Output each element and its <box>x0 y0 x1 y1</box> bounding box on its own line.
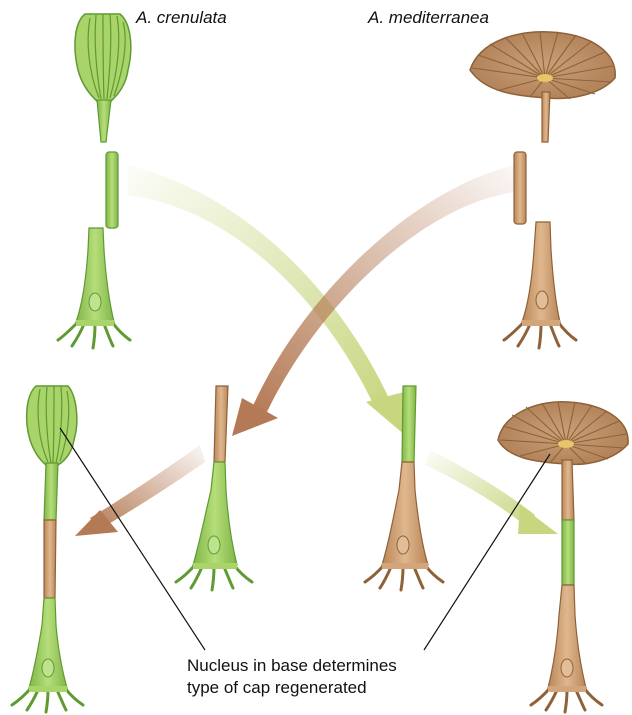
crenulata-stalk-segment <box>106 152 118 228</box>
species-label-crenulata: A. crenulata <box>136 8 227 28</box>
mediterranea-stalk-segment <box>514 152 526 224</box>
graft-mediterranea-base-crenulata-stalk <box>365 386 443 590</box>
crenulata-base <box>58 228 130 348</box>
crenulata-cap-top <box>75 14 131 142</box>
mediterranea-cap-top <box>470 32 615 142</box>
caption: Nucleus in base determines type of cap r… <box>187 655 397 699</box>
regenerated-mediterranea <box>498 402 628 712</box>
regenerated-crenulata <box>12 386 83 712</box>
caption-line-2: type of cap regenerated <box>187 677 397 699</box>
species-label-mediterranea: A. mediterranea <box>368 8 489 28</box>
arrow-brown-regeneration <box>75 445 205 536</box>
caption-line-1: Nucleus in base determines <box>187 655 397 677</box>
arrow-green-regeneration <box>425 450 558 534</box>
mediterranea-base <box>504 222 576 348</box>
